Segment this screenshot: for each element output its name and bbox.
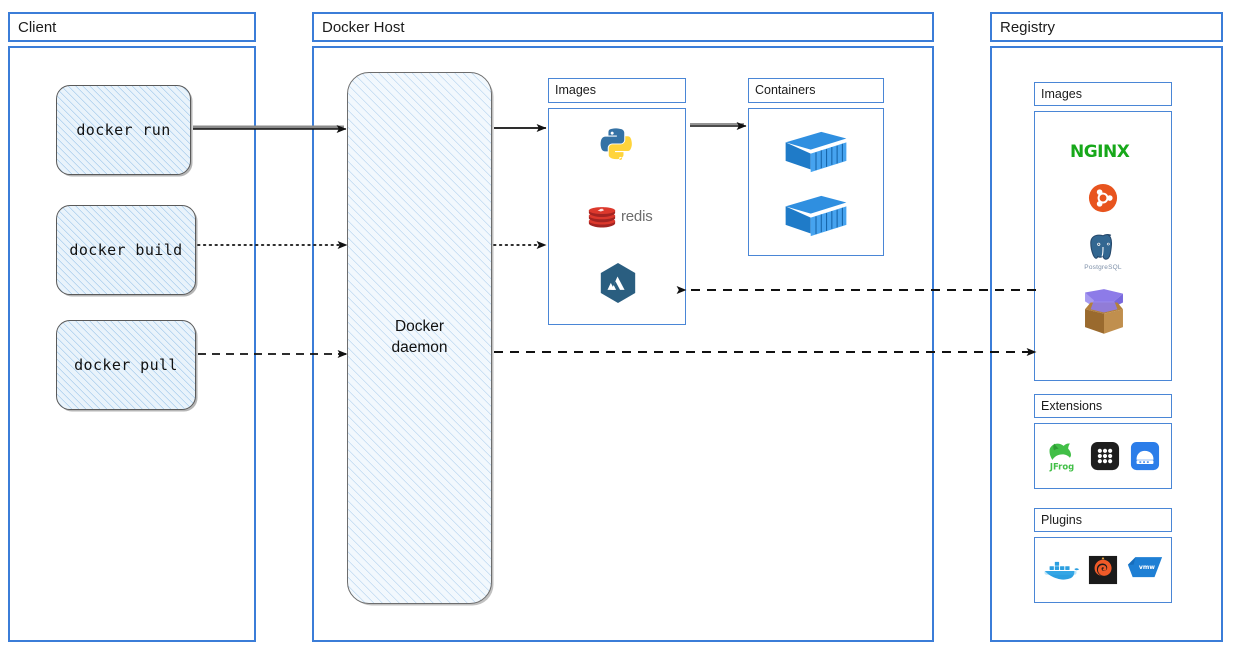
- zone-label-docker-host: Docker Host: [322, 18, 405, 36]
- zone-label-client: Client: [18, 18, 57, 36]
- docker-whale-icon: [1042, 556, 1080, 584]
- sub-label-registry-images: Images: [1041, 86, 1082, 101]
- sub-label-host-containers: Containers: [755, 83, 816, 98]
- vmware-logo-icon: vmw: [1126, 556, 1164, 584]
- zone-title-registry: Registry: [990, 12, 1223, 42]
- grafana-logo-icon: [1088, 555, 1118, 585]
- sub-title-registry-plugins: Plugins: [1034, 508, 1172, 532]
- blue-storage-icon: [1130, 441, 1160, 471]
- command-card-docker-build[interactable]: docker build: [56, 205, 196, 295]
- shipping-container-icon: [783, 191, 849, 239]
- sub-title-host-containers: Containers: [748, 78, 884, 103]
- command-label-docker-pull: docker pull: [74, 356, 178, 374]
- command-label-docker-build: docker build: [69, 241, 183, 259]
- zone-label-registry: Registry: [1000, 18, 1056, 36]
- alpine-logo-icon: [598, 262, 638, 304]
- command-card-docker-run[interactable]: docker run: [56, 85, 191, 175]
- sub-label-registry-extensions: Extensions: [1041, 398, 1103, 413]
- python-logo-icon: [598, 126, 636, 164]
- sub-label-host-images: Images: [555, 83, 596, 98]
- sub-title-host-images: Images: [548, 78, 686, 103]
- shipping-container-icon: [783, 127, 849, 175]
- command-card-docker-pull[interactable]: docker pull: [56, 320, 196, 410]
- zone-title-docker-host: Docker Host: [312, 12, 934, 42]
- app-grid-icon: [1090, 441, 1120, 471]
- redis-logo-icon: [588, 203, 616, 231]
- sub-title-registry-images: Images: [1034, 82, 1172, 106]
- command-label-docker-run: docker run: [76, 121, 171, 139]
- redis-wordmark-label: redis: [621, 208, 653, 225]
- svg-text:JFrog: JFrog: [1049, 462, 1074, 472]
- sub-title-registry-extensions: Extensions: [1034, 394, 1172, 418]
- open-box-icon: [1076, 288, 1132, 336]
- postgresql-wordmark-label: PostgreSQL: [1084, 264, 1122, 271]
- svg-text:vmw: vmw: [1139, 564, 1155, 571]
- postgresql-logo-icon: [1086, 231, 1120, 265]
- ubuntu-logo-icon: [1088, 183, 1118, 213]
- zone-title-client: Client: [8, 12, 256, 42]
- nginx-logo-icon: NGINX: [1070, 142, 1130, 162]
- jfrog-logo-icon: JFrog: [1044, 440, 1080, 472]
- sub-label-registry-plugins: Plugins: [1041, 512, 1082, 527]
